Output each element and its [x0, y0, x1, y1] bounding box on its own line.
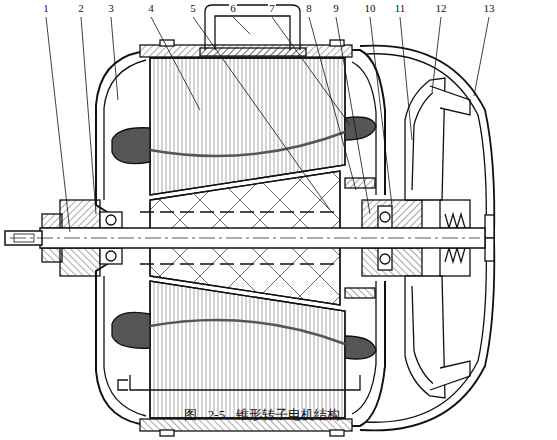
leader-lines	[46, 17, 489, 232]
callout-number: 2	[77, 3, 85, 14]
motor-outline	[5, 5, 494, 436]
callout-number: 4	[147, 3, 155, 14]
callout-number: 1	[42, 3, 50, 14]
callout-number: 3	[107, 3, 115, 14]
callout-number: 7	[268, 3, 276, 14]
figure-caption: 图 2-5 锥形转子电机结构	[184, 408, 341, 421]
callout-number: 9	[332, 3, 340, 14]
callout-number: 6	[229, 3, 237, 14]
callout-number: 10	[364, 3, 377, 14]
callout-number: 11	[394, 3, 407, 14]
callout-number: 5	[189, 3, 197, 14]
callout-number: 8	[305, 3, 313, 14]
callout-number: 12	[435, 3, 448, 14]
callout-number: 13	[483, 3, 496, 14]
